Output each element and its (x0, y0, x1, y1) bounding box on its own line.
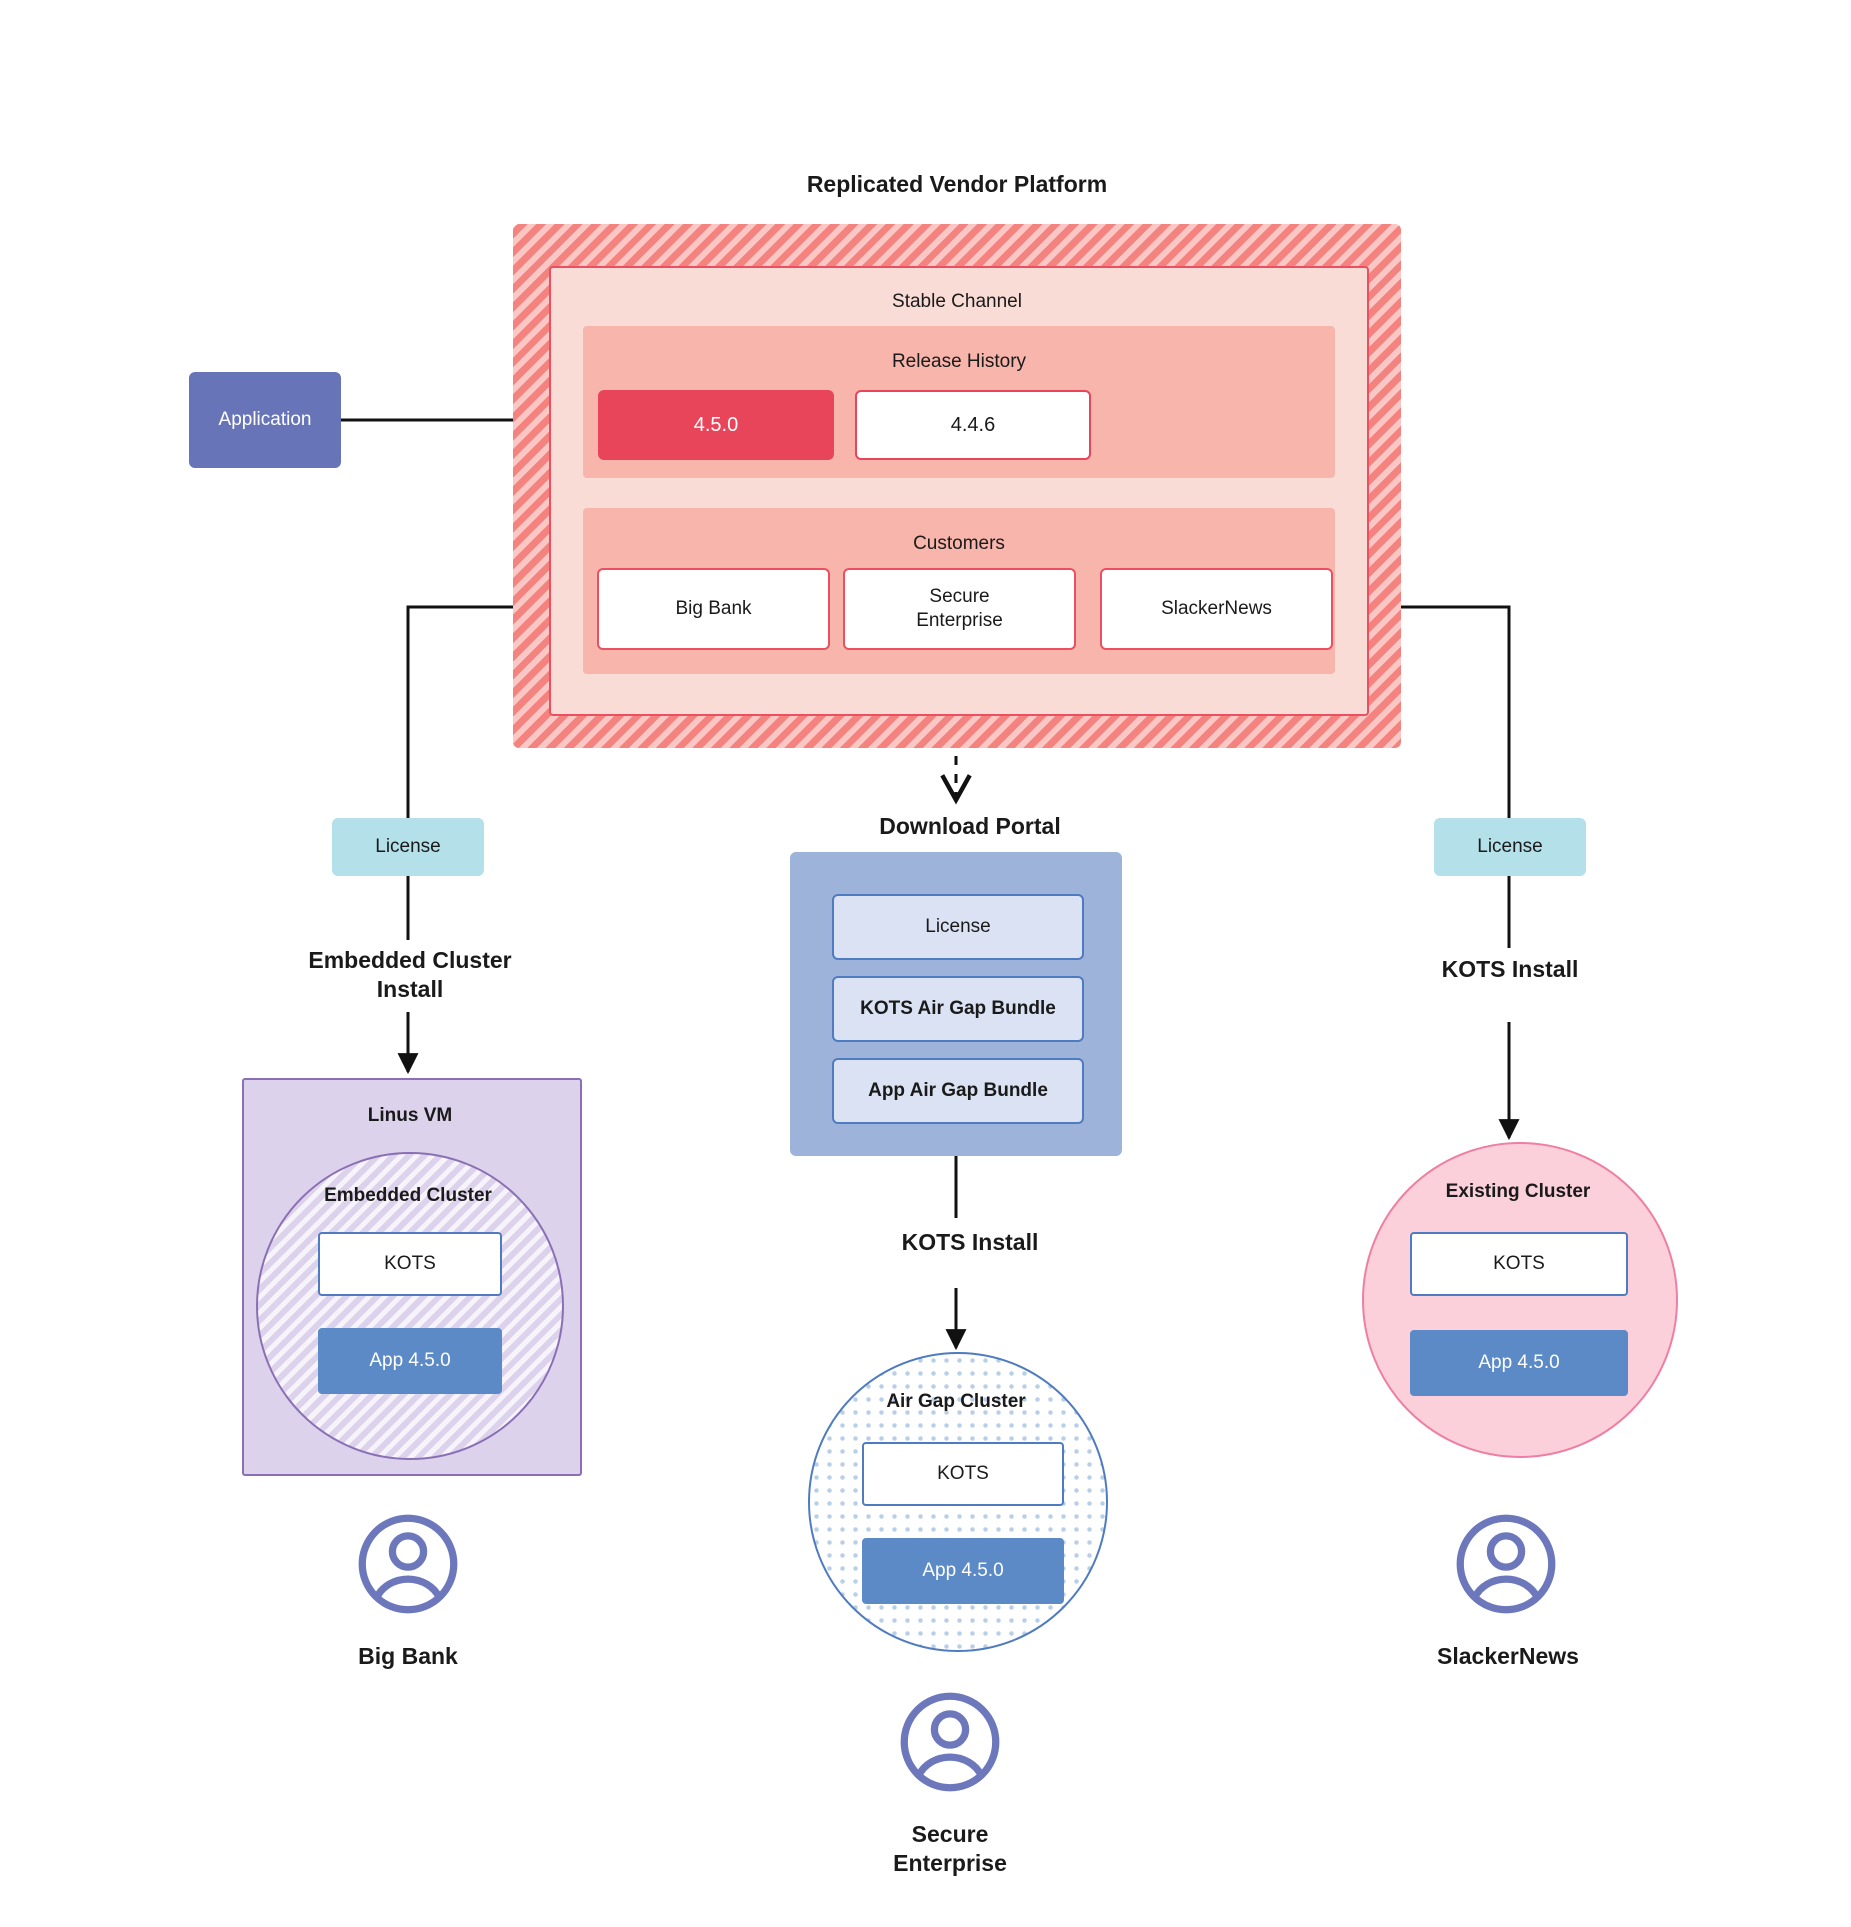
person-icon (358, 1514, 458, 1614)
app-node-left[interactable]: App 4.5.0 (318, 1328, 502, 1394)
portal-item-license[interactable]: License (832, 894, 1084, 960)
person-name-slackernews: SlackerNews (1437, 1643, 1579, 1669)
person-icon (900, 1692, 1000, 1792)
application-node[interactable]: Application (189, 372, 341, 468)
app-node-right[interactable]: App 4.5.0 (1410, 1330, 1628, 1396)
customer-chip-slackernews[interactable]: SlackerNews (1100, 568, 1333, 650)
kots-node-center[interactable]: KOTS (862, 1442, 1064, 1506)
existing-cluster-container (1362, 1142, 1678, 1458)
app-node-center[interactable]: App 4.5.0 (862, 1538, 1064, 1604)
kots-node-right[interactable]: KOTS (1410, 1232, 1628, 1296)
stable-channel-label: Stable Channel (892, 291, 1022, 312)
air-gap-cluster-label: Air Gap Cluster (886, 1391, 1026, 1412)
license-node-left[interactable]: License (332, 818, 484, 876)
portal-item-app-air-gap-bundle[interactable]: App Air Gap Bundle (832, 1058, 1084, 1124)
person-icon (1456, 1514, 1556, 1614)
release-history-label: Release History (891, 351, 1027, 372)
customer-chip-big-bank[interactable]: Big Bank (597, 568, 830, 650)
existing-cluster-label: Existing Cluster (1445, 1181, 1591, 1202)
license-node-right[interactable]: License (1434, 818, 1586, 876)
release-chip-current[interactable]: 4.5.0 (598, 390, 834, 460)
caption-kots-install-center: KOTS Install (901, 1229, 1039, 1255)
embedded-cluster-label: Embedded Cluster (324, 1185, 492, 1206)
portal-item-kots-air-gap-bundle[interactable]: KOTS Air Gap Bundle (832, 976, 1084, 1042)
download-portal-title: Download Portal (879, 813, 1061, 839)
person-name-big-bank: Big Bank (358, 1643, 458, 1669)
linux-vm-label: Linus VM (367, 1105, 453, 1126)
kots-node-left[interactable]: KOTS (318, 1232, 502, 1296)
caption-kots-install-right: KOTS Install (1441, 956, 1579, 982)
page-title: Replicated Vendor Platform (806, 171, 1108, 197)
customers-label: Customers (913, 533, 1005, 554)
embedded-cluster-container (256, 1152, 564, 1460)
release-chip-previous[interactable]: 4.4.6 (855, 390, 1091, 460)
